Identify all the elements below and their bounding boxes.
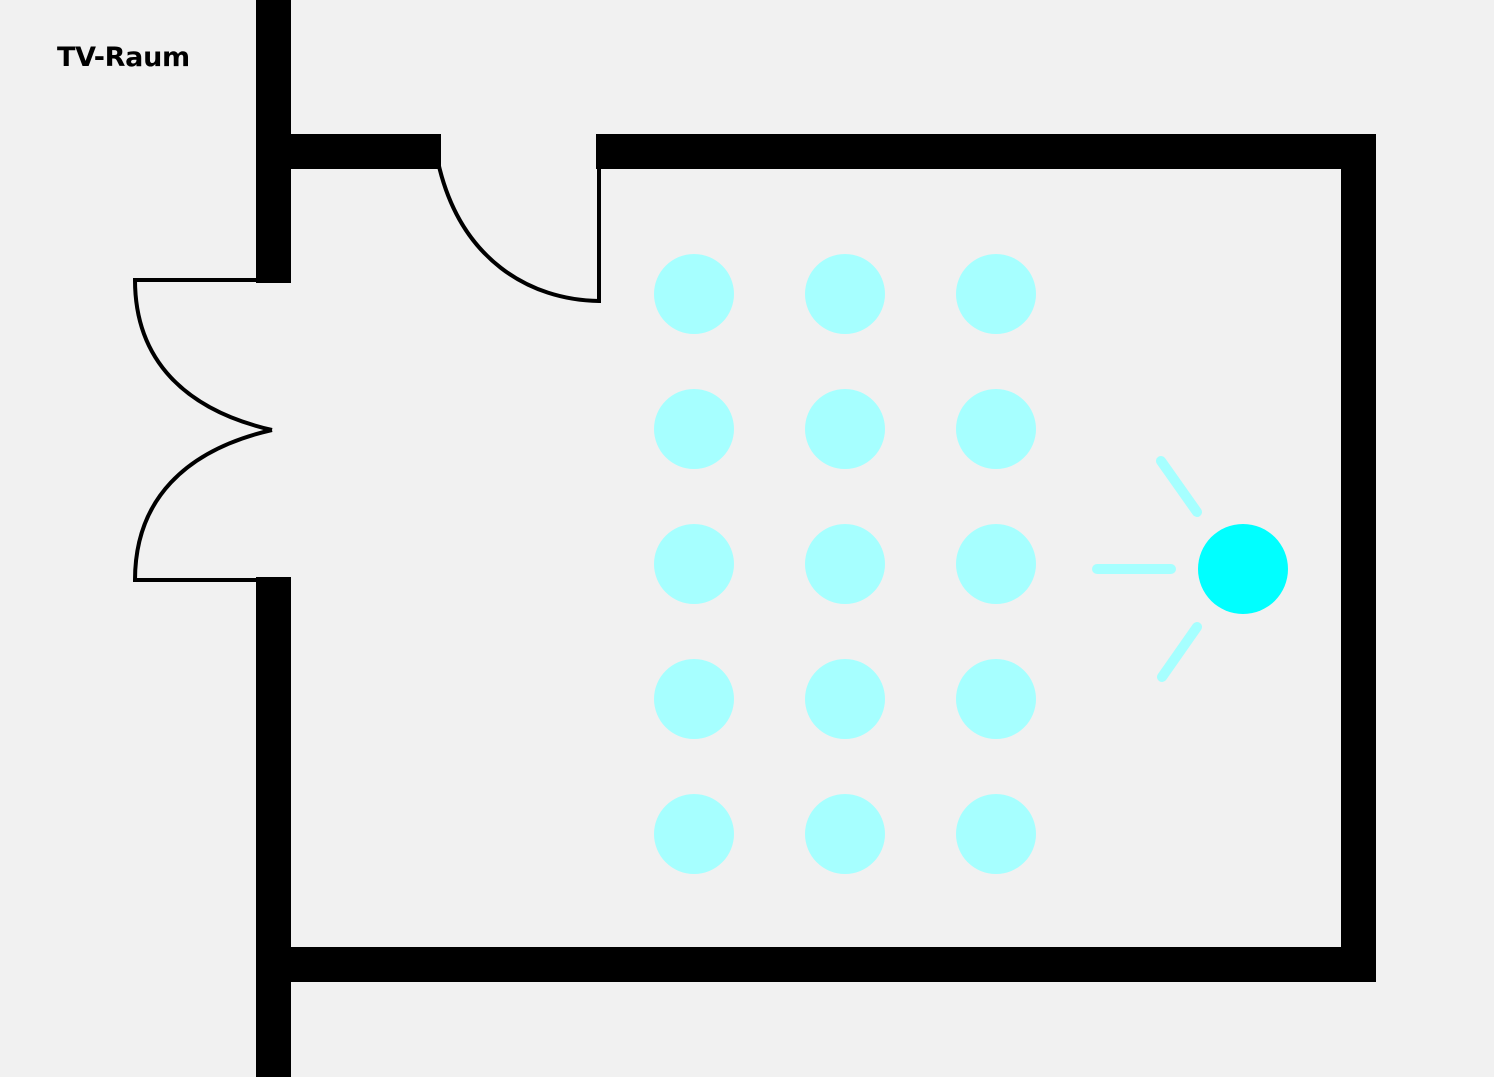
bottom-wall — [256, 947, 1376, 982]
top-wall-right-segment — [596, 134, 1376, 169]
seat — [956, 659, 1036, 739]
seat — [654, 659, 734, 739]
top-wall-left-segment — [256, 134, 441, 169]
sound-waves — [1092, 456, 1202, 682]
left-wall-lower — [256, 577, 291, 1077]
seat — [805, 794, 885, 874]
left-door-lower-swing — [132, 428, 273, 582]
walls — [256, 0, 1376, 1077]
seat — [956, 524, 1036, 604]
seat — [654, 389, 734, 469]
left-door-upper-swing — [132, 278, 273, 432]
room-title: TV-Raum — [57, 42, 190, 73]
seating-grid — [654, 254, 1036, 874]
seat — [654, 254, 734, 334]
seat — [805, 389, 885, 469]
seat — [654, 524, 734, 604]
sound-wave-upper — [1156, 456, 1202, 517]
speaker — [1198, 524, 1288, 614]
top-door-swing — [436, 161, 601, 304]
seat — [956, 794, 1036, 874]
seat — [805, 659, 885, 739]
right-wall — [1341, 134, 1376, 982]
seat — [654, 794, 734, 874]
seat — [956, 254, 1036, 334]
seat — [805, 524, 885, 604]
sound-wave-lower — [1157, 622, 1202, 682]
seat — [805, 254, 885, 334]
doors — [132, 161, 601, 582]
seat — [956, 389, 1036, 469]
